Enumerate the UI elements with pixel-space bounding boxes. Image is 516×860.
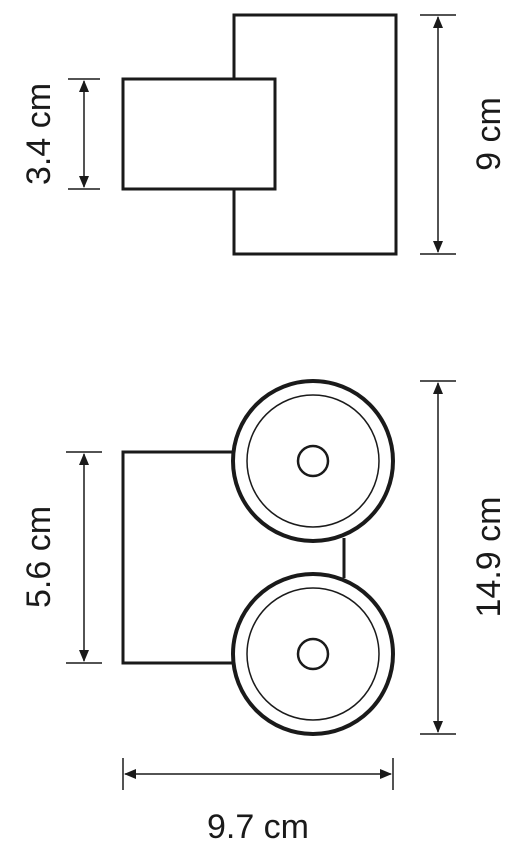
- lamp-head-upper: [231, 379, 395, 543]
- dimension-total-length: [420, 380, 456, 735]
- side-view-base: [121, 77, 277, 191]
- dimension-width: [122, 758, 394, 790]
- dimension-base-height: [66, 451, 102, 664]
- side-view: [121, 13, 398, 256]
- dimension-label-3-4cm: 3.4 cm: [20, 83, 58, 185]
- dimension-side-height: [68, 78, 100, 190]
- lamp-head-lower: [231, 572, 395, 736]
- top-view-base-plate: [121, 450, 240, 665]
- top-view: [121, 379, 395, 736]
- dimension-side-total-height: [420, 14, 456, 255]
- dimension-label-5-6cm: 5.6 cm: [20, 506, 58, 608]
- dimension-label-9-7cm: 9.7 cm: [207, 808, 309, 846]
- dimension-label-14-9cm: 14.9 cm: [470, 497, 508, 618]
- dimension-label-9cm: 9 cm: [470, 97, 508, 171]
